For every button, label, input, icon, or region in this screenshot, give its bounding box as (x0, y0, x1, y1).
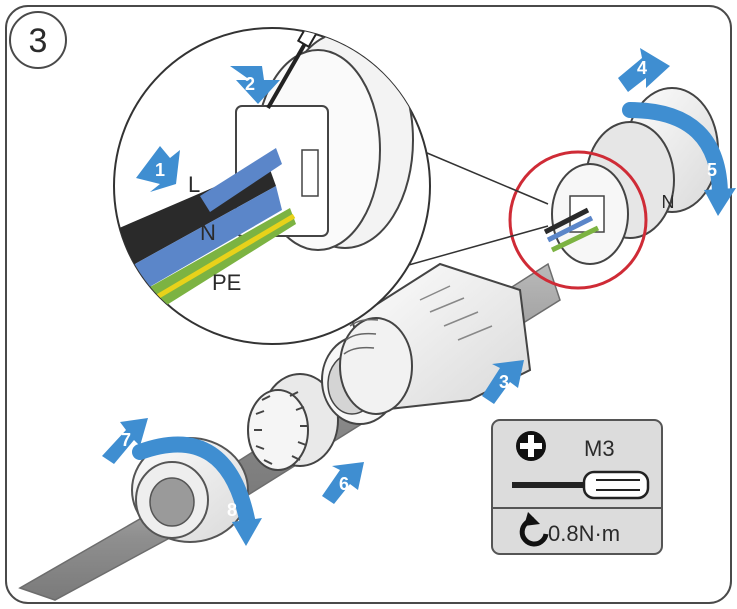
rotate-arrow-5-head (704, 188, 736, 216)
sealing-nut-bore (149, 477, 195, 527)
connector-head-wires (543, 207, 590, 235)
connector-body-grip-lines (419, 285, 493, 341)
clamp-ring-ribs (254, 391, 308, 465)
zoom-wire-blue-top (200, 148, 282, 212)
clamp-ring (247, 373, 339, 471)
arrow-step-3 (482, 360, 524, 404)
zoom-leader-upper (419, 149, 549, 205)
arrow-step-7 (102, 418, 148, 464)
wire-label-pe: PE (212, 270, 241, 295)
step-number-5: 5 (707, 160, 717, 180)
screwdriver-spec-icon (512, 470, 650, 500)
step-number-2: 2 (245, 74, 255, 94)
step-number-6: 6 (339, 474, 349, 494)
arrow-step-1-shape (136, 146, 180, 192)
rotate-arrow-8 (132, 436, 256, 532)
zoom-terminal-slot (301, 149, 319, 197)
phillips-slot-horizontal (520, 443, 542, 449)
step-number-4: 4 (637, 58, 647, 78)
zoom-wire-earth-stripe (138, 213, 296, 310)
arrow-step-2 (230, 66, 280, 104)
arrow-step-4 (618, 48, 670, 92)
zoom-wire-neutral (124, 186, 282, 296)
arrow-step-2-shape (230, 66, 280, 104)
arrow-step-1 (136, 146, 180, 192)
connector-body-rear (339, 317, 413, 415)
clamp-ring-front (247, 389, 309, 471)
wire-label-l: L (188, 172, 200, 197)
panel-number: 3 (29, 22, 48, 60)
wire-label-n: N (200, 220, 216, 245)
arrow-step-6-shape (322, 462, 364, 504)
connector-body-threads (343, 318, 379, 355)
tool-spec-panel: M3 0.8N·m (491, 419, 663, 555)
screwdriver-shaft (512, 482, 584, 488)
step-number-7: 7 (121, 430, 131, 450)
connector-head-wire-earth (550, 225, 600, 253)
panel-number-circle (9, 11, 67, 69)
rotate-arrow-8-head (232, 518, 262, 546)
connector-body (339, 262, 532, 415)
phillips-screw-head-icon (516, 431, 546, 461)
connector-head-wire-blue (546, 215, 594, 243)
connector-n-mark: N (662, 192, 675, 212)
arrow-step-6 (322, 462, 364, 504)
arrow-step-4-shape (618, 48, 670, 92)
highlight-circle (508, 150, 648, 290)
arrow-step-3-shape (482, 360, 524, 404)
screwdriver-grip (582, 470, 650, 500)
arrow-step-7-shape (102, 418, 148, 464)
torque-label: 0.8N·m (548, 521, 620, 546)
zoom-leader-lower (397, 225, 549, 269)
zoom-detail: L N PE (113, 27, 431, 345)
rotate-arrow-5 (622, 102, 728, 204)
step-number-1: 1 (155, 160, 165, 180)
step-number-8: 8 (227, 500, 237, 520)
panel-number-badge: 3 (9, 11, 67, 69)
screw-size-label: M3 (584, 436, 615, 461)
step-number-3: 3 (499, 372, 509, 392)
clockwise-rotate-icon-head (524, 512, 540, 526)
